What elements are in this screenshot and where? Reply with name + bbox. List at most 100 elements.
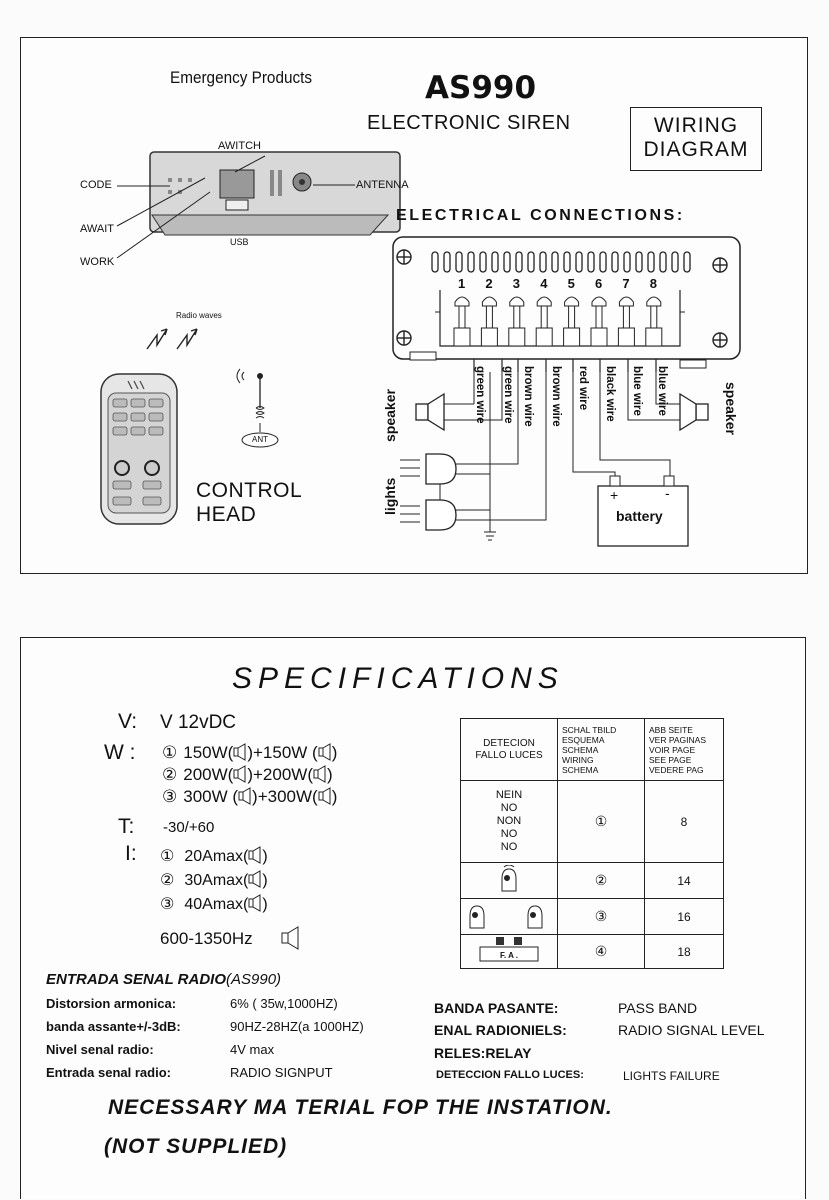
current-num: ② (160, 872, 175, 889)
terminal-number-5: 5 (567, 276, 575, 291)
row-4-page: 18 (644, 934, 724, 969)
wire-label-7: blue wire (631, 366, 643, 416)
lights-icon (400, 453, 457, 531)
left-speaker-label: speaker (382, 389, 398, 442)
label-usb: USB (230, 237, 249, 247)
label-antenna: ANTENNA (356, 179, 409, 191)
wattage-a: 150W( (183, 743, 234, 762)
right-speaker-label: speaker (723, 382, 739, 435)
radio-heading: ENTRADA SENAL RADIO(AS990) (46, 971, 281, 988)
wattage-num: ③ (162, 787, 178, 806)
electrical-connections-title: ELECTRICAL CONNECTIONS: (396, 207, 685, 224)
h3cell-line: VOIR PAGE (649, 744, 696, 755)
voltage-value: V 12vDC (160, 712, 237, 733)
relay-spec-label: RELES:RELAY (434, 1045, 532, 1061)
terminal-number-1: 1 (458, 276, 466, 291)
not-supplied-heading: (NOT SUPPLIED) (104, 1135, 288, 1158)
badge-line-2: DIAGRAM (643, 138, 749, 161)
relay-spec-value: RADIO SIGNAL LEVEL (618, 1022, 765, 1038)
wattage-num: ② (162, 765, 178, 784)
temperature-label: T: (118, 815, 135, 838)
wattage-label: W : (104, 741, 136, 764)
speaker-icon (248, 870, 262, 889)
h3cell-line: VEDERE PAG (649, 764, 704, 775)
relay-spec-label: ENAL RADIONIELS: (434, 1022, 567, 1038)
current-c: ) (262, 872, 268, 889)
battery-minus: - (665, 485, 670, 501)
terminal-number-2: 2 (485, 276, 493, 291)
radio-heading-model: (AS990) (226, 971, 282, 988)
relay-spec-value: PASS BAND (618, 1000, 698, 1016)
control-head-line-1: CONTROL (196, 479, 303, 502)
voltage-label: V: (118, 710, 138, 733)
wattage-a: 200W( (183, 765, 234, 784)
speaker-icon (248, 894, 262, 913)
wire-label-5: red wire (577, 366, 589, 411)
current-a: 30Amax( (184, 872, 249, 889)
relay-spec-label: BANDA PASANTE: (434, 1000, 559, 1016)
radio-spec-value: RADIO SIGNPUT (230, 1065, 333, 1080)
label-code: CODE (80, 179, 112, 191)
double-light-icon (469, 905, 543, 929)
wiring-schematic (392, 236, 741, 547)
wire-label-2: green wire (502, 366, 514, 424)
battery-icon (597, 485, 689, 547)
fa-label: F. A . (499, 951, 519, 960)
remote-control-illustration (100, 373, 178, 525)
radio-spec-label: Distorsion armonica: (46, 996, 177, 1011)
wire-label-8: blue wire (656, 366, 668, 416)
terminal-number-7: 7 (622, 276, 630, 291)
row-1-mark: ① (557, 780, 645, 863)
row-2-mark: ② (557, 862, 645, 899)
row-2-page: 14 (644, 862, 724, 899)
current-label: I: (125, 842, 137, 865)
speaker-icon (248, 846, 262, 865)
radio-heading-text: ENTRADA SENAL RADIO (46, 971, 227, 988)
current-a: 20Amax( (184, 848, 249, 865)
current-a: 40Amax( (184, 896, 249, 913)
antenna-label: ANT (252, 435, 268, 444)
radio-spec-label: Entrada senal radio: (46, 1065, 171, 1080)
wattage-a: 300W ( (183, 787, 239, 806)
badge-line-1: WIRING (653, 114, 739, 137)
row-1-page: 8 (644, 780, 724, 863)
speaker-icon (238, 787, 252, 806)
radio-spec-value: 6% ( 35w,1000HZ) (230, 996, 338, 1011)
h2cell-line: SCHAL TBILD (562, 724, 617, 735)
radio-spec-label: Nivel senal radio: (46, 1042, 154, 1057)
battery-plus: + (610, 487, 619, 503)
siren-unit-illustration (116, 151, 401, 259)
speaker-icon (318, 787, 332, 806)
antenna-illustration (236, 368, 279, 448)
label-awitch: AWITCH (218, 140, 261, 152)
h2cell-line: ESQUEMA (562, 734, 605, 745)
relay-spec-value: LIGHTS FAILURE (623, 1069, 720, 1083)
current-num: ① (160, 848, 175, 865)
th-detection-1: DETECION (483, 737, 535, 749)
model-title: AS990 (425, 70, 537, 106)
radio-spec-value: 4V max (230, 1042, 275, 1057)
terminal-number-6: 6 (595, 276, 603, 291)
current-c: ) (262, 896, 268, 913)
label-work: WORK (80, 256, 115, 268)
radio-waves-icon (146, 328, 198, 350)
speaker-icon (313, 765, 327, 784)
h3cell-line: SEE PAGE (649, 754, 692, 765)
wattage-b: )+300W( (252, 787, 318, 806)
row-3-page: 16 (644, 898, 724, 935)
fa-relay-icon (479, 937, 539, 962)
wire-label-4: brown wire (550, 366, 562, 427)
single-light-icon (501, 864, 517, 892)
wattage-num: ① (162, 743, 178, 762)
temperature-value: -30/+60 (163, 819, 215, 836)
neincell-line: NO (500, 841, 518, 853)
control-head-line-2: HEAD (196, 503, 257, 526)
brand-name: Emergency Products (170, 68, 313, 87)
th-detection-2: FALLO LUCES (475, 749, 543, 761)
